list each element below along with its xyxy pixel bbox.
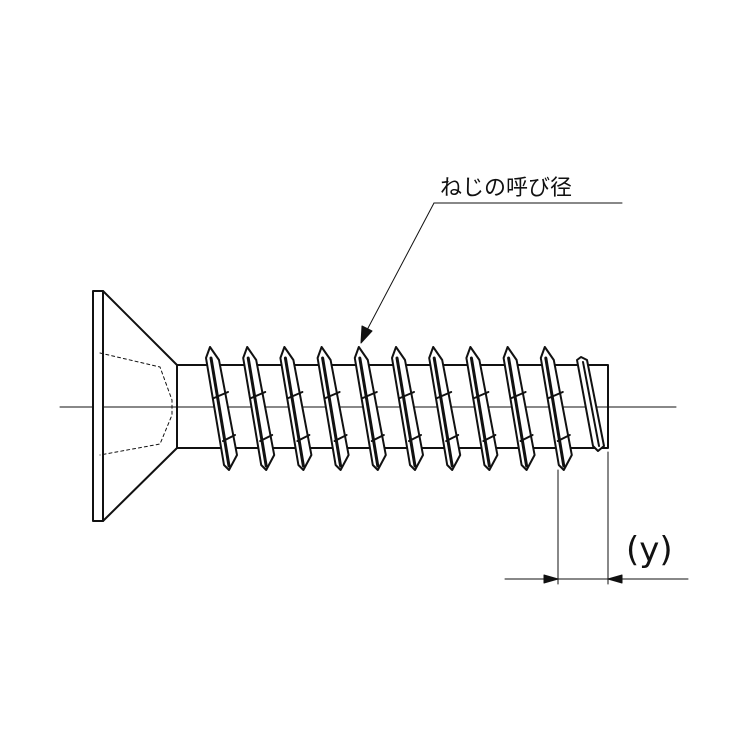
thread-crest <box>539 346 573 471</box>
thread-crest <box>502 346 536 471</box>
dimension-arrow-left-icon <box>543 574 559 584</box>
leader-arrow-icon <box>360 325 373 344</box>
dimension-label: (y) <box>626 530 673 570</box>
threads <box>205 346 573 471</box>
dimension-arrow-right-icon <box>607 574 623 584</box>
thread-crest <box>428 346 462 471</box>
recess-hidden-line <box>99 352 173 456</box>
thread-crest <box>465 346 499 471</box>
screw-head-face <box>92 290 104 522</box>
thread-crest <box>205 346 238 471</box>
callout-label: ねじの呼び径 <box>440 176 573 201</box>
thread-crest <box>242 346 276 471</box>
thread-crest <box>279 346 313 471</box>
screw-head-cone <box>102 290 178 522</box>
thread-crest <box>391 346 424 471</box>
thread-crest <box>353 346 387 471</box>
thread-crest <box>316 346 350 471</box>
leader-line <box>366 202 435 331</box>
